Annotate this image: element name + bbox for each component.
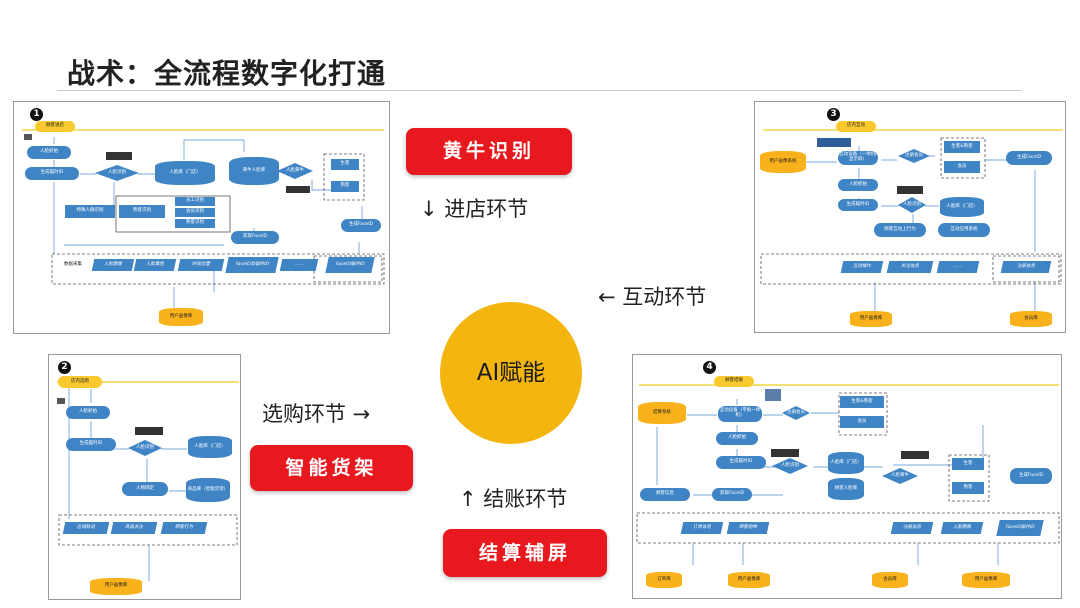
title-divider — [57, 90, 1021, 91]
panel-3-flowchart — [760, 129, 1063, 312]
diagram-panel-4: 4 — [632, 354, 1062, 599]
tag-smart-shelf: 智能货架 — [250, 445, 413, 491]
diagram-panel-1: 1 — [13, 101, 390, 334]
panel-1-flowchart — [22, 129, 385, 309]
diagram-panel-2: 2 — [48, 354, 241, 600]
panel-2-number: 2 — [58, 361, 71, 374]
panel-2-flowchart — [57, 381, 239, 581]
panel-1-number: 1 — [30, 108, 43, 121]
stage-entry: ↓ 进店环节 — [420, 197, 529, 221]
panel-4-flowchart — [636, 384, 1060, 565]
panel-3-number: 3 — [827, 108, 840, 121]
stage-shopping: 选购环节 → — [262, 402, 371, 426]
panel-4-number: 4 — [703, 361, 716, 374]
ai-empowerment-core: AI赋能 — [440, 302, 582, 444]
stage-interaction: ← 互动环节 — [598, 285, 707, 309]
slide-title: 战术：全流程数字化打通 — [67, 57, 387, 90]
tag-checkout-screen: 结算辅屏 — [443, 529, 607, 577]
tag-scalper-detection: 黄牛识别 — [406, 128, 572, 175]
stage-checkout: ↑ 结账环节 — [459, 487, 568, 511]
diagram-panel-3: 3 — [754, 101, 1066, 333]
